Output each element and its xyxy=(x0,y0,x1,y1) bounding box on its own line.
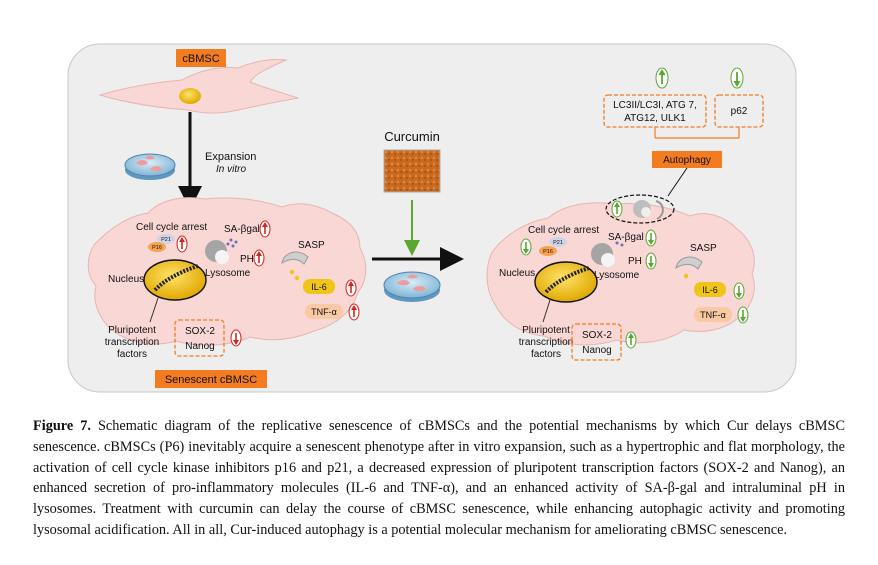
right-p16-badge xyxy=(539,246,557,256)
right-sasp-dot xyxy=(683,273,689,279)
culture-dish-icon xyxy=(124,153,176,180)
autophagy-connector xyxy=(667,167,688,197)
curcumin-label: Curcumin xyxy=(384,129,440,144)
lysosome-label: Lysosome xyxy=(205,268,251,279)
pluripotent-down-arrow-icon xyxy=(230,329,242,347)
lysosome-inner xyxy=(215,250,229,264)
right-pluripotent-connector xyxy=(542,299,551,323)
cell-cycle-arrest-label: Cell cycle arrest xyxy=(136,222,207,233)
tnfa-up-arrow-icon xyxy=(348,303,360,321)
il6-pill xyxy=(303,279,335,294)
right-tnfa-pill xyxy=(694,307,732,322)
right-lysosome-inner xyxy=(601,253,615,267)
right-sasp-vesicle xyxy=(675,256,703,270)
nucleus-label: Nucleus xyxy=(108,274,144,285)
cell-cycle-up-arrow-icon xyxy=(176,235,188,253)
p21-label: P21 xyxy=(161,237,171,243)
right-pluripotent-box xyxy=(571,323,622,361)
right-il6-pill xyxy=(694,282,726,297)
right-ph-down-arrow-icon xyxy=(645,252,657,270)
il6-label: IL-6 xyxy=(311,282,327,292)
caption-text: Schematic diagram of the replicative sen… xyxy=(33,418,845,538)
right-tnfa-down-arrow-icon xyxy=(737,306,749,324)
sasp-vesicle xyxy=(281,251,309,265)
nanog-label: Nanog xyxy=(185,341,214,352)
pluripotent-box xyxy=(174,319,225,357)
ph-label: PH xyxy=(240,254,254,265)
pluripotent-connector xyxy=(149,297,159,323)
right-pluripotent-label-line2: transcription xyxy=(519,337,573,348)
senescent-label-box xyxy=(155,370,267,388)
sasp-dot xyxy=(294,275,300,281)
p62-label: p62 xyxy=(731,106,748,117)
autophagosome-vesicle-inner xyxy=(641,207,651,217)
sasp-dot xyxy=(289,269,295,275)
cbmsc-nucleus xyxy=(179,88,201,104)
right-p21-label: P21 xyxy=(553,240,563,246)
autophagosome-arc xyxy=(655,200,664,220)
cbmsc-cell xyxy=(98,59,299,114)
right-cell-cycle-down-arrow-icon xyxy=(520,238,532,256)
p16-label: P16 xyxy=(152,245,162,251)
lc3-label-line2: ATG12, ULK1 xyxy=(624,113,686,124)
right-tnfa-label: TNF-α xyxy=(700,310,726,320)
right-pluripotent-up-arrow-icon xyxy=(625,331,637,349)
right-sox2-label: SOX-2 xyxy=(582,330,612,341)
right-lysosome-label: Lysosome xyxy=(594,270,640,281)
pluripotent-label-line2: transcription xyxy=(105,337,159,348)
right-p16-label: P16 xyxy=(543,249,553,255)
autophagy-label: Autophagy xyxy=(663,155,711,166)
right-sa-bgal-down-arrow-icon xyxy=(645,229,657,247)
pluripotent-label-line1: Pluripotent xyxy=(108,325,156,336)
right-cell-cycle-arrest-label: Cell cycle arrest xyxy=(528,225,599,236)
in-vitro-label: In vitro xyxy=(216,164,246,175)
ph-up-arrow-icon xyxy=(253,249,265,267)
il6-up-arrow-icon xyxy=(345,279,357,297)
treated-dish-icon xyxy=(383,271,441,302)
figure-label: Figure 7. xyxy=(33,418,91,434)
cbmsc-label: cBMSC xyxy=(182,53,219,65)
right-p21-badge xyxy=(549,237,567,247)
expansion-label: Expansion xyxy=(205,151,256,163)
senescent-cell xyxy=(87,197,367,346)
tnfa-pill xyxy=(305,304,343,319)
lc3-label-line1: LC3II/LC3I, ATG 7, xyxy=(613,100,697,111)
pluripotent-label-line3: factors xyxy=(117,349,147,360)
sox2-label: SOX-2 xyxy=(185,326,215,337)
sa-bgal-up-arrow-icon xyxy=(259,220,271,238)
autophagy-label-box xyxy=(652,151,722,168)
right-sasp-label: SASP xyxy=(690,243,717,254)
p62-down-arrow-icon xyxy=(730,67,744,89)
right-il6-label: IL-6 xyxy=(702,285,718,295)
cbmsc-label-box xyxy=(176,49,226,67)
right-ph-label: PH xyxy=(628,256,642,267)
curcumin-powder-icon xyxy=(383,149,441,193)
right-il6-down-arrow-icon xyxy=(733,282,745,300)
p16-badge xyxy=(148,242,166,252)
sasp-label: SASP xyxy=(298,240,325,251)
autophagy-vesicle-up-arrow-icon xyxy=(611,200,623,218)
p21-badge xyxy=(157,234,175,244)
right-pluripotent-label-line1: Pluripotent xyxy=(522,325,570,336)
sa-bgal-label: SA-βgal xyxy=(224,224,260,235)
autophagosome xyxy=(605,194,675,224)
right-sa-bgal-label: SA-βgal xyxy=(608,232,644,243)
right-pluripotent-label-line3: factors xyxy=(531,349,561,360)
sa-bgal-dots xyxy=(226,238,238,248)
right-sa-bgal-dots xyxy=(615,241,624,247)
autophagy-up-arrow-icon xyxy=(655,67,669,89)
right-nucleus-label: Nucleus xyxy=(499,268,535,279)
right-nanog-label: Nanog xyxy=(582,345,611,356)
senescent-label: Senescent cBMSC xyxy=(165,374,257,386)
figure-caption: Figure 7. Schematic diagram of the repli… xyxy=(33,416,845,541)
tnfa-label: TNF-α xyxy=(311,307,337,317)
schematic-diagram: cBMSC Expansion In vitro Cell cycle arre… xyxy=(67,43,797,393)
